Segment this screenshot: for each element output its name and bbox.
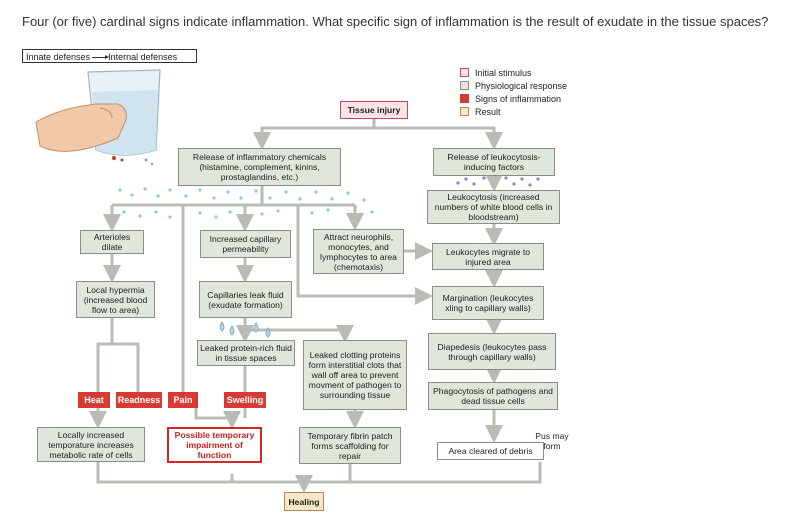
sign-redness: Readness [116,392,162,408]
legend-label: Result [475,106,501,117]
node-impairment: Possible temporary impairment of functio… [167,427,262,463]
node-area-cleared: Area cleared of debris [437,442,544,460]
legend-item: Result [460,105,567,118]
fluid-droplet-icons [219,321,271,338]
legend-swatch [460,68,469,77]
node-release-chemicals: Release of inflammatory chemicals (hista… [178,148,341,186]
chemical-dots [118,187,374,219]
legend-swatch [460,94,469,103]
node-locally-increased: Locally increased temporature increases … [37,427,145,462]
node-leukocytosis: Leukocytosis (increased numbers of white… [427,190,560,224]
arrow-right-icon [92,55,110,60]
node-tissue-injury: Tissue injury [340,101,408,119]
breadcrumb: Innate defenses Internal defenses [22,49,197,63]
node-arterioles: Arterioles dilate [80,230,144,254]
legend-item: Initial stimulus [460,66,567,79]
legend-label: Signs of inflammation [475,93,562,104]
legend-label: Initial stimulus [475,67,532,78]
node-leaked-protein: Leaked protein-rich fluid in tissue spac… [197,340,295,366]
node-phagocytosis: Phagocytosis of pathogens and dead tissu… [428,382,558,410]
node-margination: Margination (leukocytes xling to capilla… [432,286,544,320]
legend-swatch [460,107,469,116]
node-capillaries-leak: Capillaries leak fluid (exudate formatio… [199,281,292,318]
legend-item: Signs of inflammation [460,92,567,105]
node-healing: Healing [284,492,324,511]
legend-item: Physiological response [460,79,567,92]
question-text: Four (or five) cardinal signs indicate i… [22,14,769,29]
node-fibrin-patch: Temporary fibrin patch forms scaffolding… [299,427,401,464]
node-leukocytes-migrate: Leukocytes migrate to injured area [432,243,544,270]
breadcrumb-innate: Innate defenses [26,52,91,62]
sign-heat: Heat [78,392,110,408]
node-clotting-proteins: Leaked clotting proteins form interstiti… [303,340,407,410]
node-chemotaxis: Attract neurophils, monocytes, and lymph… [313,229,404,274]
node-hyperemia: Local hypermia (increased blood flow to … [76,281,155,318]
sign-pain: Pain [168,392,198,408]
node-release-leukocytosis: Release of leukocytosis-inducing factors [433,148,555,176]
node-capillary-permeability: Increased capillary permeability [200,230,291,258]
breadcrumb-internal: Internal defenses [108,52,178,62]
sign-swelling: Swelling [224,392,266,408]
node-diapedesis: Diapedesis (leukocytes pass through capi… [428,333,556,370]
legend-label: Physiological response [475,80,568,91]
note-pus: Pus may form [535,431,569,451]
leukocyte-dots [456,176,540,187]
beaker-hand-illustration [35,69,161,166]
legend-swatch [460,81,469,90]
